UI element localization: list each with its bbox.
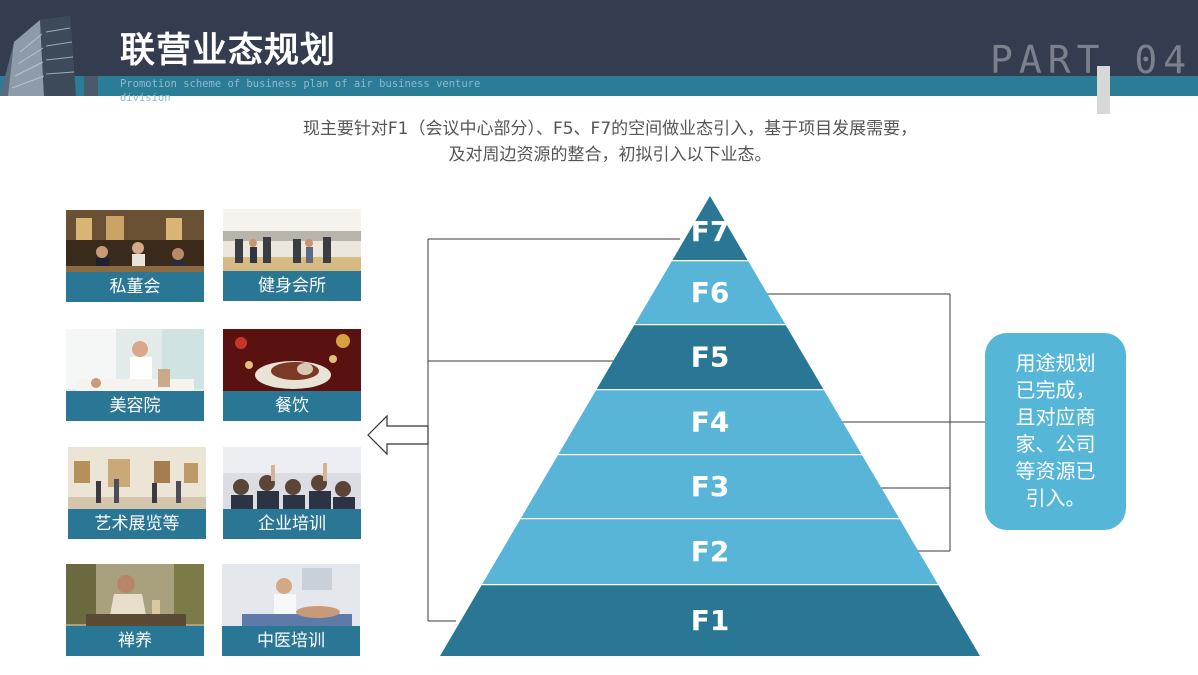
tile-private-board[interactable]: 私董会 — [66, 210, 204, 302]
tile-label: 艺术展览等 — [68, 509, 206, 539]
header: 联营业态规划 Promotion scheme of business plan… — [0, 0, 1198, 114]
pyramid-floor-f1 — [440, 585, 980, 656]
pyramid-floor-f7 — [672, 196, 748, 260]
pyramid-floor-label: F1 — [691, 604, 730, 637]
building-photo — [0, 16, 98, 96]
callout-line: 等资源已 — [1015, 459, 1096, 483]
pyramid-floor-f6 — [634, 261, 786, 324]
callout-line: 已完成， — [1015, 378, 1096, 402]
planning-callout: 用途规划 已完成， 且对应商 家、公司 等资源已 引入。 — [985, 333, 1126, 530]
tile-fitness-club[interactable]: 健身会所 — [223, 209, 361, 301]
callout-line: 且对应商 — [1015, 405, 1096, 429]
tile-label: 健身会所 — [223, 271, 361, 301]
pyramid-floor-label: F7 — [691, 215, 730, 248]
tile-label: 餐饮 — [223, 391, 361, 421]
tile-beauty-salon[interactable]: 美容院 — [66, 329, 204, 421]
part-divider — [1097, 66, 1110, 114]
tile-art-exhibition[interactable]: 艺术展览等 — [68, 447, 206, 539]
intro-line-2: 及对周边资源的整合，初拟引入以下业态。 — [448, 145, 772, 165]
pyramid-floor-label: F2 — [691, 535, 730, 568]
page-subtitle: Promotion scheme of business plan of air… — [120, 78, 481, 104]
tile-zen-retreat[interactable]: 禅养 — [66, 564, 204, 656]
tile-corporate-training[interactable]: 企业培训 — [223, 447, 361, 539]
tile-label: 企业培训 — [223, 509, 361, 539]
left-arrow-icon — [367, 414, 429, 456]
header-accent-band — [0, 76, 1198, 96]
tile-tcm-training[interactable]: 中医培训 — [222, 564, 360, 656]
tile-label: 中医培训 — [222, 626, 360, 656]
pyramid-floor-f2 — [482, 519, 938, 584]
tile-dining[interactable]: 餐饮 — [223, 329, 361, 421]
callout-line: 引入。 — [1025, 486, 1086, 510]
header-dark-band — [0, 0, 1198, 76]
tile-label: 私董会 — [66, 272, 204, 302]
right-connector — [766, 293, 985, 552]
pyramid-floor-label: F4 — [691, 406, 730, 439]
pyramid-floor-f5 — [596, 325, 824, 389]
intro-text: 现主要针对F1（会议中心部分）、F5、F7的空间做业态引入，基于项目发展需要， … — [200, 116, 1020, 168]
pyramid-floor-f3 — [521, 455, 899, 518]
tile-label: 禅养 — [66, 626, 204, 656]
pyramid-floor-f4 — [558, 390, 862, 454]
callout-line: 家、公司 — [1015, 432, 1096, 456]
callout-line: 用途规划 — [1015, 351, 1096, 375]
tile-label: 美容院 — [66, 391, 204, 421]
pyramid-floor-label: F6 — [691, 276, 730, 309]
pyramid-floor-label: F3 — [691, 470, 730, 503]
intro-line-1: 现主要针对F1（会议中心部分）、F5、F7的空间做业态引入，基于项目发展需要， — [302, 119, 918, 139]
page-title: 联营业态规划 — [120, 31, 337, 71]
pyramid-floor-label: F5 — [691, 341, 730, 374]
part-label: PART 04 — [990, 38, 1193, 82]
